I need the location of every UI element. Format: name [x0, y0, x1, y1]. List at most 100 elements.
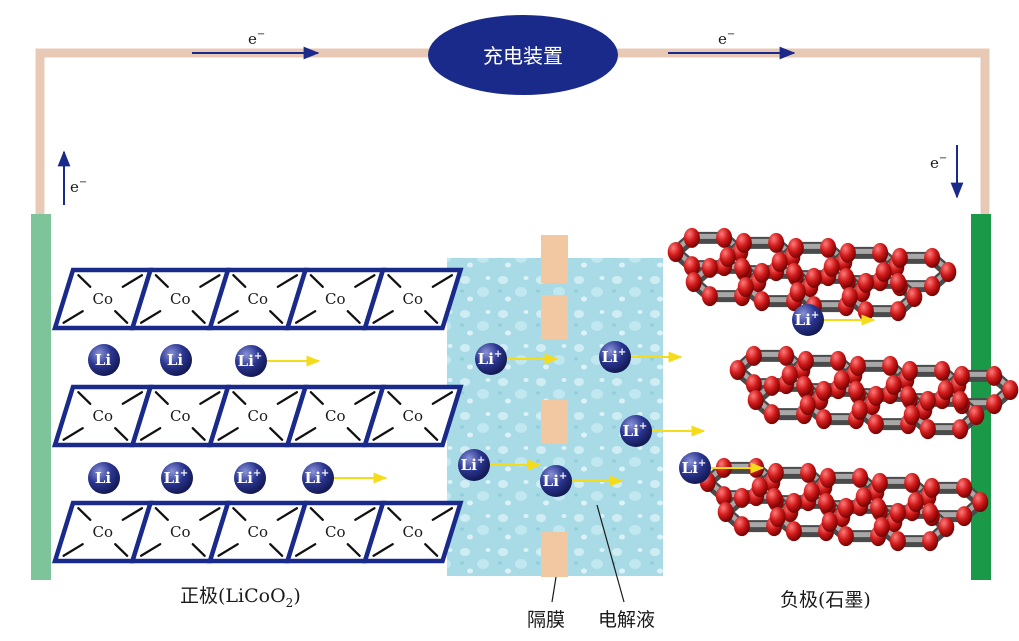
carbon-node [867, 385, 884, 406]
ion-label: Li+ [237, 468, 262, 487]
carbon-node [733, 487, 750, 508]
separator-block [541, 235, 568, 283]
ion-label: Li+ [164, 468, 189, 487]
electrolyte-label: 电解液 [598, 609, 655, 631]
electron-label: e− [70, 177, 87, 196]
ion-label: Li [95, 351, 112, 369]
carbon-node [823, 257, 840, 277]
carbon-node [820, 237, 837, 258]
cobalt-label: Co [92, 523, 113, 541]
carbon-node [852, 467, 869, 488]
carbon-node [805, 267, 822, 288]
separator [541, 235, 568, 577]
lattice-cell: Co [284, 267, 387, 331]
ion-label: Li+ [682, 458, 707, 477]
carbon-node [956, 506, 973, 527]
carbon-node [701, 257, 718, 278]
carbon-node [923, 477, 940, 498]
carbon-node [857, 301, 874, 322]
electron-labels: e−e−e−e− [70, 29, 947, 196]
anode-electrode [971, 214, 991, 580]
cobalt-label: Co [402, 523, 423, 541]
cobalt-label: Co [92, 407, 113, 425]
carbon-node [685, 272, 702, 292]
carbon-node [796, 375, 813, 396]
separator-block [541, 532, 568, 577]
carbon-node [768, 232, 785, 253]
carbon-node [870, 497, 887, 518]
carbon-node [882, 355, 899, 376]
carbon-node [771, 252, 788, 272]
carbon-node [753, 291, 770, 312]
cobalt-label: Co [92, 290, 113, 308]
carbon-node [937, 380, 954, 400]
lithium-ion: Li+ [792, 304, 876, 336]
cathode-label: 正极(LiCoO2) [180, 585, 301, 610]
carbon-node [818, 492, 835, 513]
carbon-node [733, 516, 750, 537]
carbon-node [753, 262, 770, 283]
carbon-node [734, 257, 751, 278]
carbon-node [872, 242, 889, 263]
cobalt-label: Co [247, 407, 268, 425]
carbon-node [889, 531, 906, 552]
carbon-node [841, 287, 858, 307]
lithium-ion: Li+ [234, 462, 266, 494]
ion-label: Li+ [602, 347, 627, 366]
carbon-node [716, 227, 733, 248]
carbon-node [952, 419, 969, 440]
carbon-node [851, 400, 868, 420]
lattice-cell: Co [361, 384, 464, 448]
carbon-node [683, 227, 700, 248]
carbon-node [900, 385, 917, 406]
carbon-node [735, 232, 752, 253]
carbon-node [785, 521, 802, 542]
carbon-node [767, 462, 784, 483]
electron-label: e− [930, 153, 947, 172]
carbon-node [715, 486, 732, 507]
carbon-node [785, 492, 802, 513]
carbon-node [763, 375, 780, 396]
separator-block [541, 295, 568, 339]
carbon-node [745, 345, 762, 366]
carbon-node [821, 512, 838, 532]
lithium-ion: Li+ [458, 449, 542, 481]
carbon-node [751, 477, 768, 497]
carbon-node [919, 390, 936, 411]
separator-block [541, 400, 568, 444]
cobalt-label: Co [325, 407, 346, 425]
carbon-node [745, 374, 762, 395]
carbon-node [766, 487, 783, 508]
lattice-cell: Co [361, 500, 464, 564]
anode-label: 负极(石墨) [780, 589, 871, 611]
carbon-node [683, 256, 700, 277]
lattice-cell: Co [284, 384, 387, 448]
ion-label: Li [167, 351, 184, 369]
lithium-ion: Li [160, 344, 192, 376]
ion-label: Li+ [238, 351, 263, 370]
lithium-ion: Li [88, 462, 120, 494]
carbon-node [837, 526, 854, 547]
carbon-node [972, 492, 989, 512]
carbon-node [968, 405, 985, 425]
carbon-node [889, 502, 906, 523]
cobalt-label: Co [325, 523, 346, 541]
carbon-node [890, 272, 907, 293]
lithium-ion: Li+ [540, 465, 624, 497]
carbon-node [769, 507, 786, 527]
carbon-node [719, 247, 736, 267]
carbon-node [1002, 380, 1019, 400]
carbon-node [919, 419, 936, 440]
carbon-node [871, 472, 888, 493]
carbon-node [747, 390, 764, 410]
electron-label: e− [718, 29, 735, 48]
carbon-node [717, 502, 734, 522]
cobalt-label: Co [247, 523, 268, 541]
carbon-node [953, 365, 970, 386]
carbon-node [934, 360, 951, 381]
carbon-node [797, 350, 814, 371]
graphite-layer [667, 227, 957, 322]
graphite-layer [729, 345, 1019, 440]
